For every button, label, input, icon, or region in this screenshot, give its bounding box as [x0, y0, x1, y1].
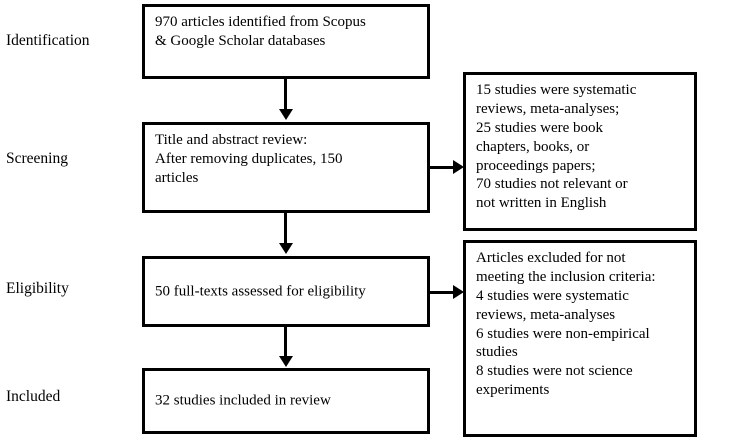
arrow-down-screening-to-eligibility — [279, 243, 293, 254]
arrow-down-eligibility-to-included — [279, 356, 293, 367]
screening-exclusions-box: 15 studies were systematic reviews, meta… — [463, 72, 697, 231]
eligibility-exclusions-box-text: Articles excluded for not meeting the in… — [476, 250, 656, 399]
arrow-right-screening-to-exclusions — [453, 160, 464, 174]
stage-label-included: Included — [6, 388, 61, 405]
connector-screening-to-eligibility — [284, 213, 287, 246]
included-box-text: 32 studies included in review — [155, 392, 331, 409]
arrow-down-identification-to-screening — [279, 109, 293, 120]
identification-box: 970 articles identified from Scopus & Go… — [142, 4, 430, 79]
arrow-right-eligibility-to-exclusions — [453, 285, 464, 299]
eligibility-exclusions-box: Articles excluded for not meeting the in… — [463, 240, 697, 437]
connector-eligibility-to-included — [284, 327, 287, 358]
eligibility-box: 50 full-texts assessed for eligibility — [142, 256, 430, 327]
connector-screening-to-exclusions — [430, 166, 457, 169]
identification-box-text: 970 articles identified from Scopus & Go… — [155, 14, 366, 49]
stage-label-eligibility: Eligibility — [6, 280, 69, 297]
screening-box: Title and abstract review: After removin… — [142, 122, 430, 213]
stage-label-screening: Screening — [6, 150, 68, 167]
screening-exclusions-box-text: 15 studies were systematic reviews, meta… — [476, 82, 637, 212]
connector-eligibility-to-exclusions — [430, 291, 457, 294]
included-box: 32 studies included in review — [142, 368, 430, 434]
eligibility-box-text: 50 full-texts assessed for eligibility — [155, 283, 366, 300]
stage-label-identification: Identification — [6, 32, 90, 49]
connector-identification-to-screening — [284, 79, 287, 112]
screening-box-text: Title and abstract review: After removin… — [155, 132, 343, 186]
